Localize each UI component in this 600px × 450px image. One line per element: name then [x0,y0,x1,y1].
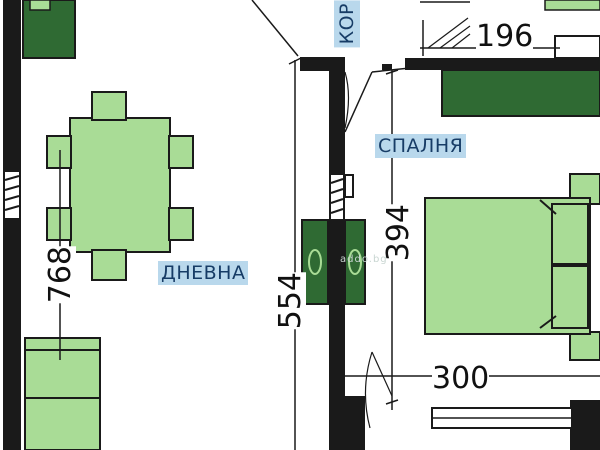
watermark: addo.bg [340,254,388,265]
dining-set [46,91,194,281]
bedroom-bottom-wall [345,396,365,450]
partition-wall-vertical [329,57,345,450]
dimension-top-width: 196 [476,19,534,54]
dimension-living-height: 768 [43,246,78,304]
room-label-corridor: КОР [334,0,360,48]
dimension-corridor-height: 554 [273,272,308,330]
bedroom-top-wall [405,58,600,70]
left-wall [3,0,21,450]
room-label-living: ДНЕВНА [158,261,249,285]
dimension-bedroom-width: 300 [432,361,490,396]
room-label-bedroom: СПАЛНЯ [375,134,467,158]
bed [424,173,600,361]
dimension-bedroom-height: 394 [381,204,416,262]
wardrobe [441,69,600,117]
corridor-closet [301,174,366,305]
sofa [24,337,101,450]
